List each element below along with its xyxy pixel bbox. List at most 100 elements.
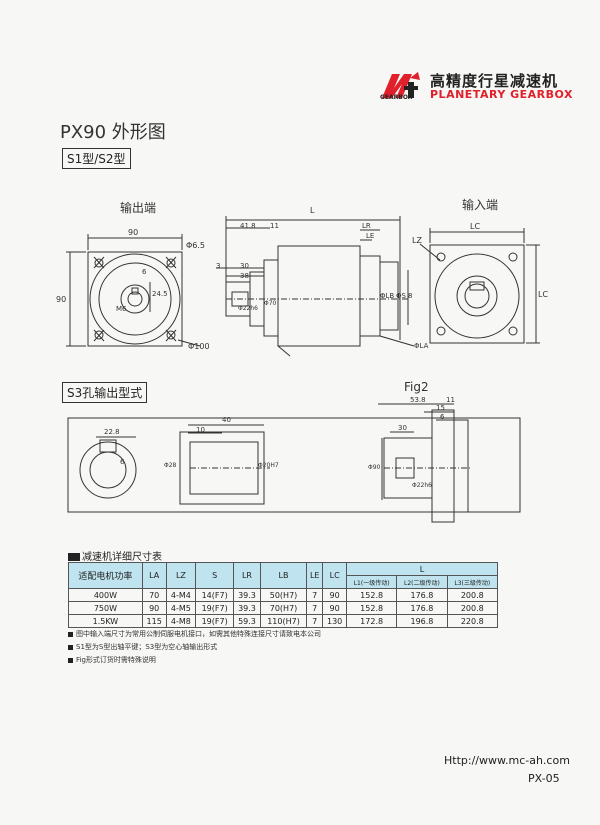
output-end-label: 输出端	[120, 201, 157, 215]
dim-38: 38	[240, 272, 249, 280]
bullet-icon	[68, 631, 73, 637]
brand-name-cn: 高精度行星减速机	[430, 72, 559, 90]
input-end-view	[419, 228, 540, 344]
cell: 50(H7)	[259, 588, 308, 602]
dim-fig2-30: 30	[398, 424, 407, 432]
brand-logo: GEARBOX 高精度行星减速机 PLANETARY GEARBOX	[380, 68, 580, 108]
dim-s3-28: Φ28	[164, 462, 177, 469]
table-row: 400W 70 4-M4 14(F7) 39.3 50(H7) 7 90 152…	[68, 588, 499, 602]
cell: 400W	[68, 588, 143, 602]
cell: 90	[141, 601, 167, 615]
bullet-square-icon	[68, 553, 80, 561]
dim-lz: LZ	[412, 236, 422, 245]
bullet-icon	[68, 644, 73, 650]
cell: 7	[306, 601, 324, 615]
cell: 39.3	[233, 601, 261, 615]
dim-s3-22: 22.8	[104, 428, 120, 436]
dim-s3-40: 40	[222, 416, 231, 424]
dim-s: ΦS	[396, 292, 406, 300]
cell: 110(H7)	[259, 614, 308, 628]
note-item: Fig形式订货时需特殊说明	[68, 654, 321, 667]
dim-fig2-15: 15	[436, 404, 445, 412]
spec-table: 适配电机功率 LA LZ S LR LB LE LC L L1(一级传动) L2…	[68, 562, 499, 628]
s3-section-view	[67, 417, 521, 513]
dim-la: ΦLA	[414, 342, 429, 350]
dim-fig2-90: Φ90	[368, 464, 381, 471]
cell: 90	[322, 601, 347, 615]
output-end-view	[66, 234, 201, 347]
dim-s3-10: 10	[196, 426, 205, 434]
note-item: 图中输入端尺寸为常用公制伺服电机接口，如需其他特殊连接尺寸请致电本公司	[68, 628, 321, 641]
cell: 59.3	[233, 614, 261, 628]
side-view	[216, 216, 415, 357]
cell: 70(H7)	[259, 601, 308, 615]
col-header: S	[195, 562, 234, 589]
dim-lc-top: LC	[470, 222, 481, 231]
dim-pilot: Φ70	[264, 300, 277, 307]
cell: 1.5KW	[68, 614, 143, 628]
dim-fig2-6: 6	[440, 413, 445, 421]
type-label: S1型/S2型	[62, 148, 131, 169]
notes-list: 图中输入端尺寸为常用公制伺服电机接口，如需其他特殊连接尺寸请致电本公司 S1型为…	[68, 628, 321, 667]
dim-fig2-53: 53.8	[410, 396, 426, 404]
page-title: PX90 外形图	[60, 122, 166, 143]
dim-output-height: 90	[56, 295, 67, 304]
dim-output-width: 90	[128, 228, 139, 237]
dim-s3-6: 6	[120, 458, 125, 466]
cell: 220.8	[446, 614, 499, 628]
dim-fig2-11: 11	[446, 396, 455, 404]
dim-lc-side: LC	[538, 290, 549, 299]
cell: 196.8	[396, 614, 448, 628]
cell: 19(F7)	[195, 601, 234, 615]
dim-lr: LR	[362, 222, 371, 230]
dim-le: LE	[366, 232, 375, 240]
cell: 7	[306, 614, 324, 628]
col-header: LZ	[165, 562, 197, 589]
table-row: 1.5KW 115 4-M8 19(F7) 59.3 110(H7) 7 130…	[68, 614, 499, 628]
dim-flange: Φ100	[188, 342, 210, 351]
cell: 19(F7)	[195, 614, 234, 628]
col-subheader: L3(三级传动)	[446, 575, 499, 589]
cell: 70	[141, 588, 167, 602]
col-header: LE	[306, 562, 324, 589]
logo-small-text: GEARBOX	[380, 94, 413, 101]
col-header: LB	[259, 562, 308, 589]
cell: 750W	[68, 601, 143, 615]
dim-8: 8	[408, 292, 413, 300]
cell: 7	[306, 588, 324, 602]
cell: 39.3	[233, 588, 261, 602]
cell: 115	[141, 614, 167, 628]
page-number: PX-05	[528, 772, 560, 785]
table-title: 减速机详细尺寸表	[68, 548, 162, 563]
cell: 176.8	[396, 588, 448, 602]
cell: 4-M8	[165, 614, 197, 628]
note-item: S1型为S型出轴平键；S3型为空心轴输出形式	[68, 641, 321, 654]
dim-s3-20: Φ20H7	[258, 462, 279, 469]
dim-key-depth: 24.5	[152, 290, 168, 298]
col-header-l: L	[345, 562, 499, 576]
cell: 4-M5	[165, 601, 197, 615]
cell: 4-M4	[165, 588, 197, 602]
cell: 130	[322, 614, 347, 628]
col-header: LR	[233, 562, 261, 589]
dim-11: 11	[270, 222, 279, 230]
dim-output-hole: Φ6.5	[186, 241, 206, 250]
cell: 200.8	[446, 588, 499, 602]
dim-shaft: Φ22h6	[238, 305, 258, 312]
cell: 176.8	[396, 601, 448, 615]
fig2-view	[378, 403, 470, 523]
input-end-label: 输入端	[462, 198, 499, 212]
bullet-icon	[68, 657, 73, 663]
dim-key-width: 6	[142, 268, 147, 276]
logo-mark-icon	[382, 72, 420, 98]
cell: 90	[322, 588, 347, 602]
dim-fig2-22: Φ22h6	[412, 482, 432, 489]
col-header: 适配电机功率	[68, 562, 143, 589]
cell: 14(F7)	[195, 588, 234, 602]
cell: 200.8	[446, 601, 499, 615]
col-header: LA	[141, 562, 167, 589]
dim-30: 30	[240, 262, 249, 270]
dim-thread: M6	[116, 305, 127, 313]
